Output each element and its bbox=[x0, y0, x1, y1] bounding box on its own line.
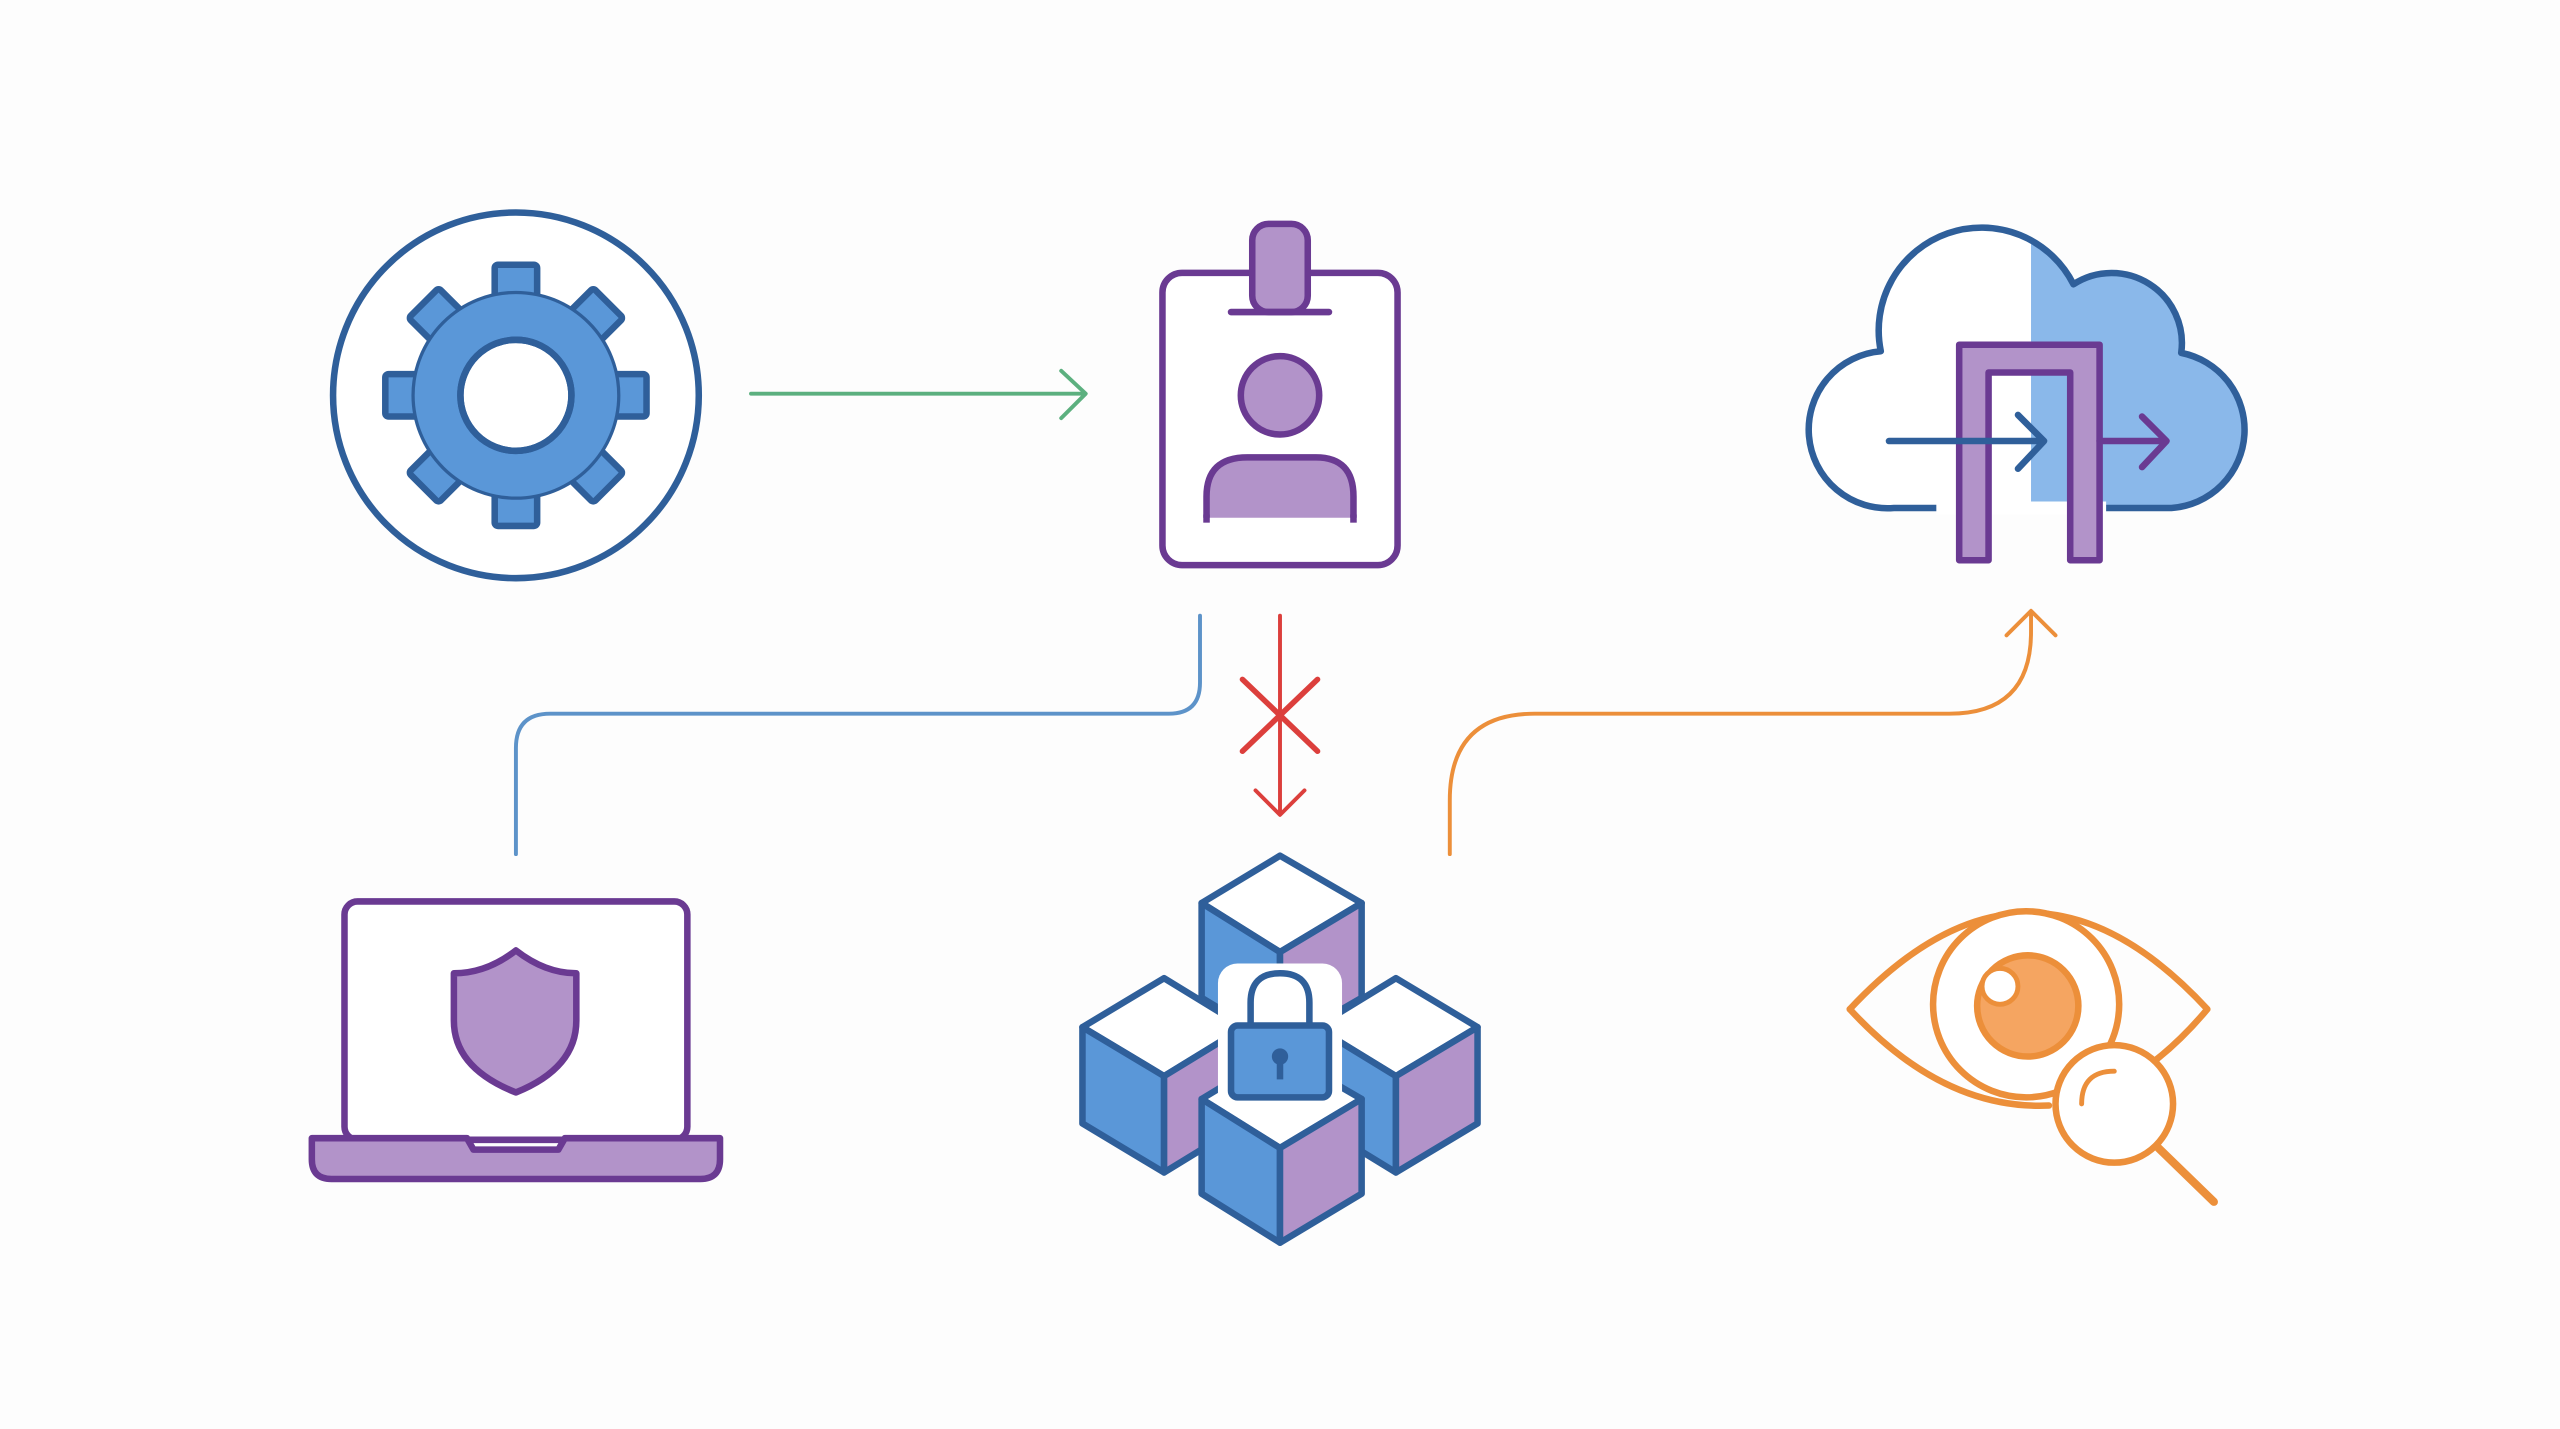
shield-icon bbox=[450, 947, 580, 1096]
connector-identity-to-endpoint bbox=[513, 613, 1202, 857]
secure-data-node bbox=[1079, 852, 1481, 1246]
arrow-right-icon bbox=[1885, 411, 2170, 473]
endpoint-node bbox=[308, 898, 724, 1183]
connector-secure-data-to-cloud bbox=[1447, 608, 2058, 857]
laptop-shield-icon bbox=[308, 898, 724, 1183]
id-badge-icon bbox=[1159, 220, 1401, 569]
cloud-door-arrow-icon bbox=[1805, 224, 2248, 564]
monitoring-node bbox=[1846, 907, 2218, 1206]
person-head-icon bbox=[1237, 352, 1323, 438]
identity-node bbox=[1159, 220, 1401, 569]
connector-settings-to-identity bbox=[749, 368, 1088, 421]
laptop-base bbox=[308, 1134, 724, 1183]
eye-magnifier-icon bbox=[1846, 907, 2218, 1206]
gear-icon bbox=[382, 261, 650, 530]
arrowhead-icon bbox=[1059, 368, 1088, 421]
locked-blocks-icon bbox=[1079, 852, 1481, 1246]
arrowhead-icon bbox=[2004, 608, 2058, 638]
doorway-icon bbox=[1955, 341, 2103, 564]
magnifier-lens bbox=[2052, 1041, 2177, 1166]
blocked-x-icon bbox=[1239, 676, 1321, 755]
padlock-icon bbox=[1217, 963, 1343, 1114]
settings-node bbox=[329, 209, 703, 582]
eye-highlight bbox=[1979, 965, 2021, 1007]
magnifier-handle bbox=[2154, 1143, 2218, 1206]
cloud-access-node bbox=[1805, 224, 2248, 564]
person-body-icon bbox=[1203, 454, 1357, 523]
eye-lower-lid bbox=[1846, 1005, 2053, 1109]
eye-upper-lid bbox=[1846, 909, 2211, 1090]
connector-identity-to-secure-data bbox=[1239, 613, 1321, 817]
arrowhead-icon bbox=[1253, 788, 1307, 817]
